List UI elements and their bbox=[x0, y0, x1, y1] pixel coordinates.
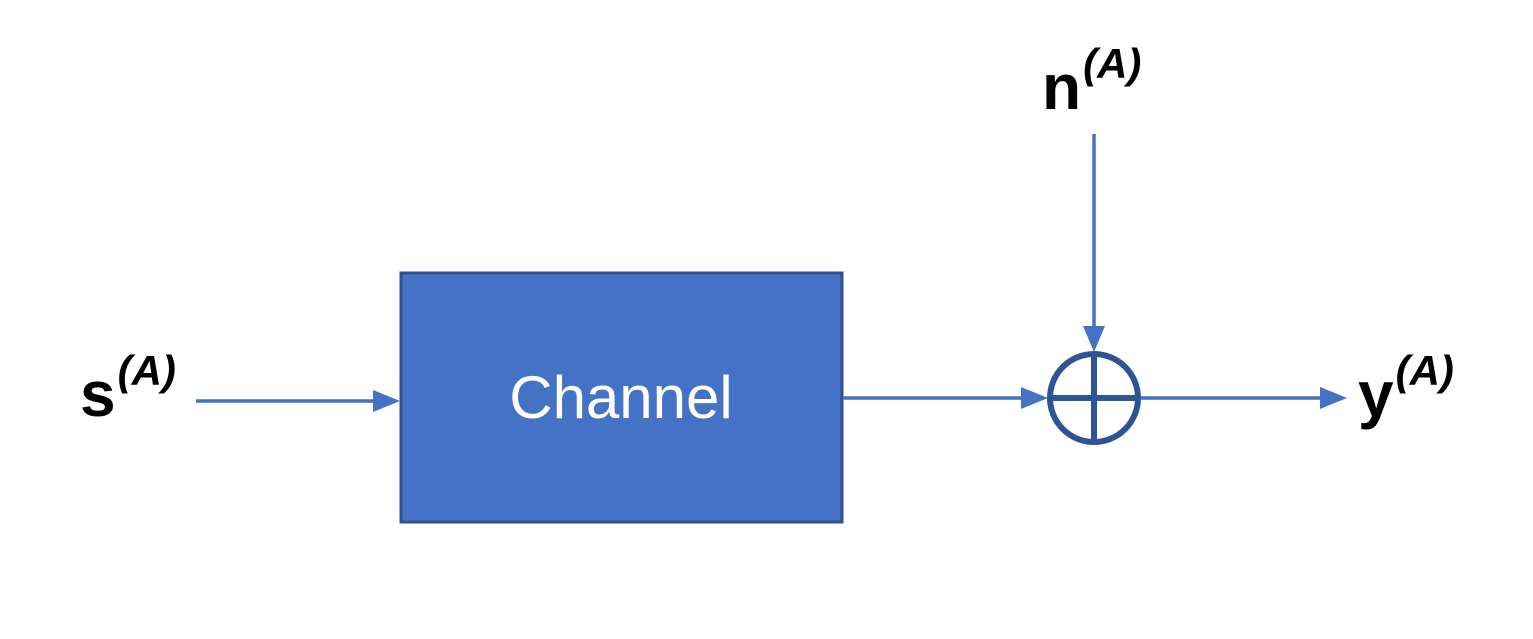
channel-box-label: Channel bbox=[509, 364, 733, 431]
noise-label-base: n bbox=[1042, 51, 1082, 123]
plus-in-circle-icon bbox=[1047, 351, 1141, 445]
output-signal-arrow bbox=[1141, 387, 1347, 409]
input-signal-arrow bbox=[196, 390, 400, 412]
input-label-base: s bbox=[80, 358, 116, 430]
channel-to-adder-arrow bbox=[843, 387, 1048, 409]
output-label-superscript: (A) bbox=[1395, 347, 1454, 394]
noise-label-superscript: (A) bbox=[1083, 40, 1142, 87]
noise-arrow bbox=[1083, 134, 1105, 352]
channel-box: Channel bbox=[399, 271, 844, 524]
input-signal-label: s (A) bbox=[80, 350, 176, 430]
input-label-superscript: (A) bbox=[117, 347, 176, 394]
noise-signal-label: n (A) bbox=[1042, 43, 1141, 123]
output-label-base: y bbox=[1358, 358, 1394, 430]
output-signal-label: y (A) bbox=[1358, 350, 1454, 430]
